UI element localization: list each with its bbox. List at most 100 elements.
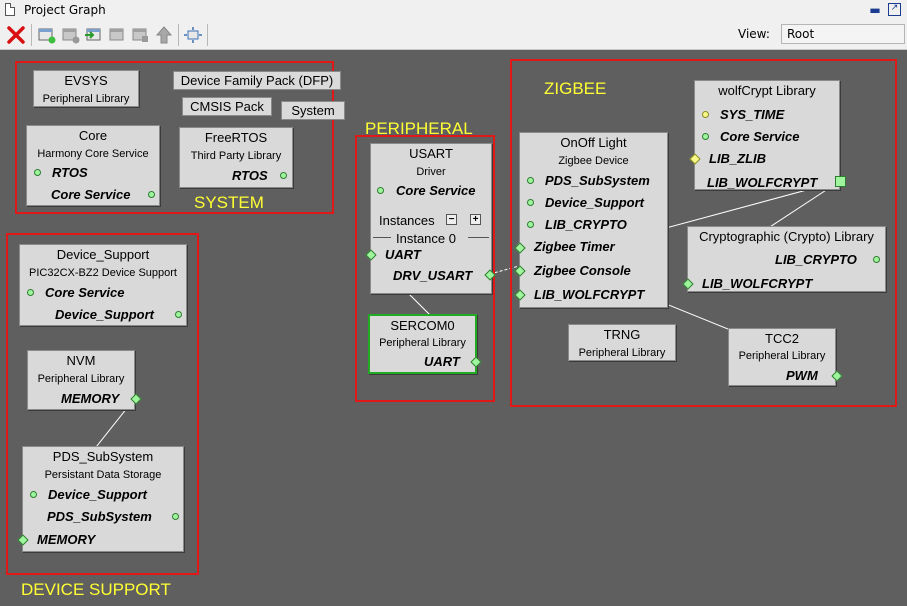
port-dot[interactable]: [280, 172, 287, 179]
port-pds-subsystem: PDS_SubSystem: [545, 173, 650, 188]
graph-canvas[interactable]: SYSTEM PERIPHERAL ZIGBEE DEVICE SUPPORT …: [0, 50, 907, 606]
region-label-peripheral: PERIPHERAL: [365, 119, 473, 138]
node-subtitle: Peripheral Library: [379, 337, 466, 349]
node-subtitle: Persistant Data Storage: [44, 469, 162, 481]
node-crypto-library[interactable]: Cryptographic (Crypto) Library LIB_CRYPT…: [682, 226, 886, 292]
instances-label: Instances: [379, 213, 435, 228]
node-title: Core: [78, 128, 108, 143]
node-title: Device_Support: [56, 247, 150, 262]
node-subtitle: PIC32CX-BZ2 Device Support: [29, 267, 177, 279]
port-zigbee-console: Zigbee Console: [534, 263, 631, 278]
node-subtitle: Harmony Core Service: [37, 148, 149, 160]
port-lib-crypto: LIB_CRYPTO: [545, 217, 627, 232]
divider: [468, 237, 489, 238]
arrow-up-icon[interactable]: [154, 25, 174, 45]
node-onoff-light[interactable]: OnOff Light Zigbee Device PDS_SubSystem …: [514, 132, 668, 308]
node-device-support[interactable]: Device_Support PIC32CX-BZ2 Device Suppor…: [19, 244, 187, 326]
region-label-zigbee: ZIGBEE: [544, 79, 607, 98]
node-subtitle: Peripheral Library: [738, 350, 826, 362]
maximize-icon[interactable]: ↗: [888, 3, 901, 16]
node-usart[interactable]: USART Driver Core Service Instances − + …: [365, 143, 496, 294]
node-title: Cryptographic (Crypto) Library: [699, 229, 874, 244]
toolbar-separator: [31, 24, 32, 46]
port-uart: UART: [385, 247, 421, 262]
region-peripheral: [355, 135, 495, 402]
port-drv-usart: DRV_USART: [393, 268, 473, 283]
node-dfp[interactable]: Device Family Pack (DFP): [173, 71, 341, 90]
node-title: PDS_SubSystem: [52, 449, 154, 464]
delete-icon[interactable]: [6, 25, 26, 45]
node-subtitle: Peripheral Library: [42, 93, 130, 105]
node-freertos[interactable]: FreeRTOS Third Party Library RTOS: [179, 127, 293, 188]
node-subtitle: Third Party Library: [190, 150, 282, 162]
port-lib-wolfcrypt: LIB_WOLFCRYPT: [707, 175, 818, 190]
node-title: TRNG: [603, 327, 641, 342]
port-dot[interactable]: [702, 133, 709, 140]
node-title: OnOff Light: [560, 135, 627, 150]
node-nvm[interactable]: NVM Peripheral Library MEMORY: [27, 350, 142, 410]
instance-label: Instance 0: [396, 231, 456, 246]
node-evsys[interactable]: EVSYS Peripheral Library: [33, 70, 139, 107]
node-wolfcrypt-library[interactable]: wolfCrypt Library SYS_TIME Core Service …: [689, 80, 846, 190]
toolbar-separator: [178, 24, 179, 46]
port-dot[interactable]: [30, 491, 37, 498]
port-uart: UART: [424, 354, 460, 369]
port-dot[interactable]: [377, 187, 384, 194]
port-device-support: Device_Support: [55, 307, 154, 322]
node-title: TCC2: [765, 331, 799, 346]
toolbar: View: Root: [0, 21, 907, 50]
node-tcc2[interactable]: TCC2 Peripheral Library PWM: [728, 328, 843, 386]
window-title: Project Graph: [24, 3, 106, 17]
node-title: EVSYS: [64, 73, 108, 88]
port-dot[interactable]: [527, 221, 534, 228]
port-memory: MEMORY: [61, 391, 120, 406]
export-icon[interactable]: [108, 25, 128, 45]
port-dot[interactable]: [27, 289, 34, 296]
node-cmsis-pack[interactable]: CMSIS Pack: [182, 97, 272, 116]
port-core-service: Core Service: [51, 187, 131, 202]
node-pds-subsystem[interactable]: PDS_SubSystem Persistant Data Storage De…: [17, 446, 184, 552]
port-dot[interactable]: [34, 169, 41, 176]
minimize-icon[interactable]: ▬: [869, 3, 881, 17]
port-rtos: RTOS: [52, 165, 88, 180]
node-subtitle: Zigbee Device: [558, 155, 629, 167]
region-system: [15, 61, 334, 214]
node-title: NVM: [66, 353, 96, 368]
port-dot[interactable]: [148, 191, 155, 198]
divider: [373, 237, 391, 238]
port-memory: MEMORY: [37, 532, 96, 547]
import-icon[interactable]: [84, 25, 104, 45]
port-sys-time: SYS_TIME: [720, 107, 785, 122]
port-rtos: RTOS: [232, 168, 268, 183]
view-select[interactable]: Root: [781, 24, 905, 44]
port-dot[interactable]: [172, 513, 179, 520]
port-device-support: Device_Support: [545, 195, 644, 210]
port-dot[interactable]: [175, 311, 182, 318]
toolbar-separator: [207, 24, 208, 46]
add-instance-button[interactable]: +: [470, 214, 481, 225]
region-label-system: SYSTEM: [194, 193, 264, 212]
document-icon: [5, 3, 15, 16]
node-title: wolfCrypt Library: [718, 83, 816, 98]
node-trng[interactable]: TRNG Peripheral Library: [568, 324, 676, 361]
node-subtitle: Peripheral Library: [37, 373, 125, 385]
remove-icon[interactable]: [61, 25, 81, 45]
port-lib-wolfcrypt: LIB_WOLFCRYPT: [702, 276, 813, 291]
remove-instance-button[interactable]: −: [446, 214, 457, 225]
port-lib-wolfcrypt: LIB_WOLFCRYPT: [534, 287, 645, 302]
node-title: SERCOM0: [390, 318, 455, 333]
focus-icon[interactable]: [183, 25, 203, 45]
port-dot-yellow[interactable]: [702, 111, 709, 118]
port-core-service: Core Service: [720, 129, 800, 144]
node-sercom0[interactable]: SERCOM0 Peripheral Library UART: [368, 314, 482, 374]
port-dot[interactable]: [527, 177, 534, 184]
view-label: View:: [738, 27, 770, 41]
save-icon[interactable]: [131, 25, 151, 45]
port-square[interactable]: [835, 176, 846, 187]
add-component-icon[interactable]: [37, 25, 57, 45]
node-core[interactable]: Core Harmony Core Service RTOS Core Serv…: [26, 125, 160, 206]
node-system[interactable]: System: [281, 101, 345, 120]
port-dot[interactable]: [527, 199, 534, 206]
port-dot[interactable]: [873, 256, 880, 263]
port-core-service: Core Service: [45, 285, 125, 300]
